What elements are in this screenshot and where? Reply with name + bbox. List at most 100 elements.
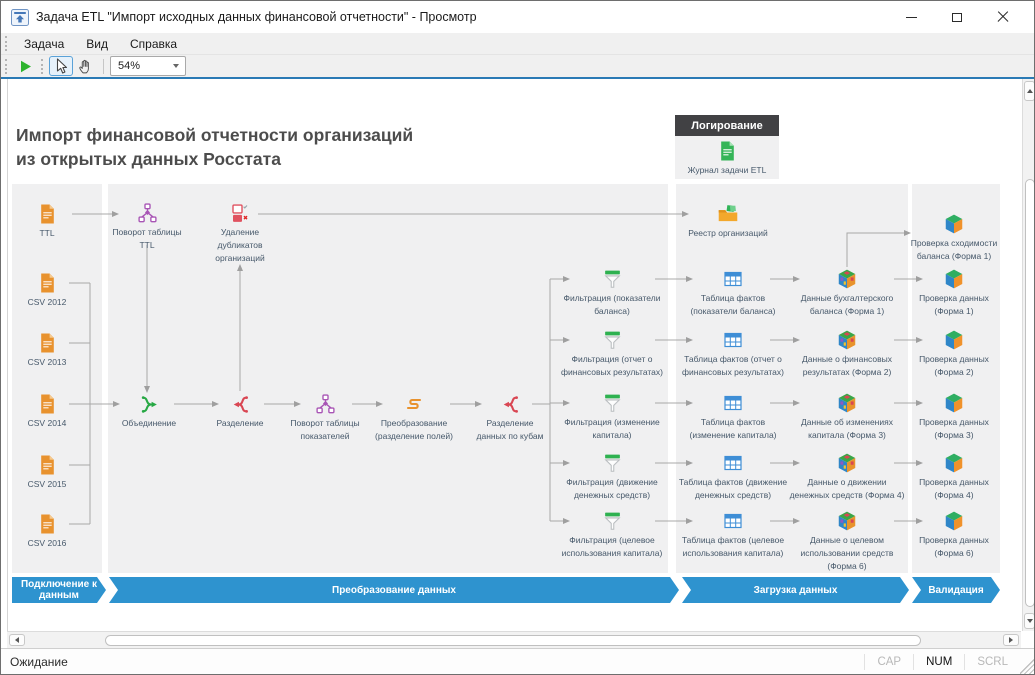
scroll-left-button[interactable]: [9, 634, 25, 646]
node-check-3[interactable]: Проверка данных (Форма 3): [894, 390, 1014, 442]
node-label: Проверка данных (Форма 3): [919, 417, 989, 440]
menu-help[interactable]: Справка: [129, 36, 178, 51]
node-csv-2014[interactable]: CSV 2014: [8, 391, 107, 430]
num-lock-indicator: NUM: [926, 656, 953, 668]
node-check-1[interactable]: Проверка данных (Форма 1): [894, 266, 1014, 318]
window-title: Задача ETL "Импорт исходных данных финан…: [36, 10, 477, 24]
horizontal-scrollbar[interactable]: [7, 631, 1021, 648]
node-fact-1[interactable]: Таблица фактов (показатели баланса): [673, 266, 793, 318]
pan-tool-button[interactable]: [73, 56, 97, 76]
node-label: Проверка сходимости баланса (Форма 1): [910, 238, 998, 261]
close-button[interactable]: [980, 1, 1026, 33]
select-tool-button[interactable]: [49, 56, 73, 76]
maximize-button[interactable]: [934, 1, 980, 33]
cube-rubik-icon: [787, 327, 907, 353]
node-csv-2012[interactable]: CSV 2012: [8, 270, 107, 309]
scroll-up-button[interactable]: [1024, 81, 1034, 101]
node-reestr[interactable]: Реестр организаций: [668, 201, 788, 240]
node-transform[interactable]: Преобразование (разделение полей): [354, 391, 474, 443]
run-button[interactable]: [13, 56, 37, 76]
stage-4: Валидация: [912, 577, 1000, 603]
node-label: CSV 2014: [27, 418, 67, 428]
stage-1: Подключение к данным: [12, 577, 106, 603]
status-separator: [864, 654, 866, 670]
minimize-button[interactable]: [888, 1, 934, 33]
node-fact-3[interactable]: Таблица фактов (изменение капитала): [673, 390, 793, 442]
node-filter-3[interactable]: Фильтрация (изменение капитала): [552, 390, 672, 442]
node-cube-4[interactable]: Данные о движении денежных средств (Форм…: [787, 450, 907, 502]
split-icon: [180, 391, 300, 417]
node-label: Данные о движении денежных средств (Форм…: [789, 477, 905, 500]
node-label: Фильтрация (изменение капитала): [564, 417, 660, 440]
edge-layer: [69, 211, 923, 525]
cube-solid-icon: [894, 450, 1014, 476]
keyboard-indicators: CAP NUM SCRL: [864, 649, 1034, 674]
node-check-balance[interactable]: Проверка сходимости баланса (Форма 1): [894, 211, 1014, 263]
node-csv-2015[interactable]: CSV 2015: [8, 452, 107, 491]
table-icon: [673, 390, 793, 416]
menu-view[interactable]: Вид: [86, 36, 108, 51]
node-cube-2[interactable]: Данные о финансовых результатах (Форма 2…: [787, 327, 907, 379]
status-bar: Ожидание CAP NUM SCRL: [1, 648, 1034, 674]
node-filter-1[interactable]: Фильтрация (показатели баланса): [552, 266, 672, 318]
folder-icon: [668, 201, 788, 227]
node-pivot-ttl[interactable]: Поворот таблицы TTL: [87, 200, 207, 252]
node-split[interactable]: Разделение: [180, 391, 300, 430]
node-ttl[interactable]: TTL: [8, 201, 107, 240]
node-label: Фильтрация (движение денежных средств): [566, 477, 658, 500]
node-csv-2013[interactable]: CSV 2013: [8, 330, 107, 369]
node-check-2[interactable]: Проверка данных (Форма 2): [894, 327, 1014, 379]
node-cube-5[interactable]: Данные о целевом использовании средств (…: [787, 508, 907, 572]
resize-grip[interactable]: [1020, 649, 1034, 674]
panel-validation: [912, 184, 1000, 573]
filter-icon: [552, 450, 672, 476]
stage-2: Преобразование данных: [109, 577, 679, 603]
node-filter-2[interactable]: Фильтрация (отчет о финансовых результат…: [552, 327, 672, 379]
cube-rubik-icon: [787, 508, 907, 534]
cube-rubik-icon: [787, 450, 907, 476]
scroll-right-button[interactable]: [1003, 634, 1019, 646]
node-etl-journal[interactable]: Журнал задачи ETL: [667, 138, 787, 177]
node-split-cubes[interactable]: Разделение данных по кубам: [450, 391, 570, 443]
menu-task[interactable]: Задача: [24, 36, 65, 51]
toolbar-grip-1: [5, 58, 9, 74]
cube-solid-icon: [894, 211, 1014, 237]
node-label: CSV 2015: [27, 479, 67, 489]
node-label: Поворот таблицы TTL: [112, 227, 182, 250]
node-cube-1[interactable]: Данные бухгалтерского баланса (Форма 1): [787, 266, 907, 318]
table-icon: [673, 327, 793, 353]
node-fact-4[interactable]: Таблица фактов (движение денежных средст…: [673, 450, 793, 502]
node-csv-2016[interactable]: CSV 2016: [8, 511, 107, 550]
cube-solid-icon: [894, 327, 1014, 353]
node-label: CSV 2013: [27, 357, 67, 367]
status-separator: [964, 654, 966, 670]
node-fact-2[interactable]: Таблица фактов (отчет о финансовых резул…: [673, 327, 793, 379]
scroll-down-button[interactable]: [1024, 613, 1034, 629]
app-icon: [11, 8, 29, 26]
node-cube-3[interactable]: Данные об изменениях капитала (Форма 3): [787, 390, 907, 442]
node-label: Данные бухгалтерского баланса (Форма 1): [800, 293, 894, 316]
node-dedup[interactable]: Удаление дубликатов организаций: [180, 200, 300, 264]
node-check-4[interactable]: Проверка данных (Форма 4): [894, 450, 1014, 502]
horizontal-scroll-thumb[interactable]: [105, 634, 921, 646]
node-fact-5[interactable]: Таблица фактов (целевое использования ка…: [673, 508, 793, 560]
file-orange-icon: [8, 330, 107, 356]
caps-lock-indicator: CAP: [877, 656, 902, 668]
vertical-scrollbar[interactable]: [1022, 79, 1034, 631]
node-label: Проверка данных (Форма 6): [919, 535, 989, 558]
table-icon: [673, 450, 793, 476]
dedup-icon: [180, 200, 300, 226]
node-check-5[interactable]: Проверка данных (Форма 6): [894, 508, 1014, 560]
node-filter-5[interactable]: Фильтрация (целевое использования капита…: [552, 508, 672, 560]
node-label: Таблица фактов (движение денежных средст…: [678, 477, 788, 500]
node-label: Таблица фактов (целевое использования ка…: [681, 535, 785, 558]
node-merge[interactable]: Объединение: [89, 391, 209, 430]
node-pivot-ind[interactable]: Поворот таблицы показателей: [265, 391, 385, 443]
node-label: Проверка данных (Форма 4): [919, 477, 989, 500]
zoom-select[interactable]: 54%: [110, 56, 186, 76]
node-label: Удаление дубликатов организаций: [215, 227, 265, 263]
vertical-scroll-thumb[interactable]: [1024, 179, 1034, 607]
diagram-canvas[interactable]: Импорт финансовой отчетности организаций…: [7, 79, 1021, 631]
node-label: Данные об изменениях капитала (Форма 3): [801, 417, 893, 440]
node-filter-4[interactable]: Фильтрация (движение денежных средств): [552, 450, 672, 502]
